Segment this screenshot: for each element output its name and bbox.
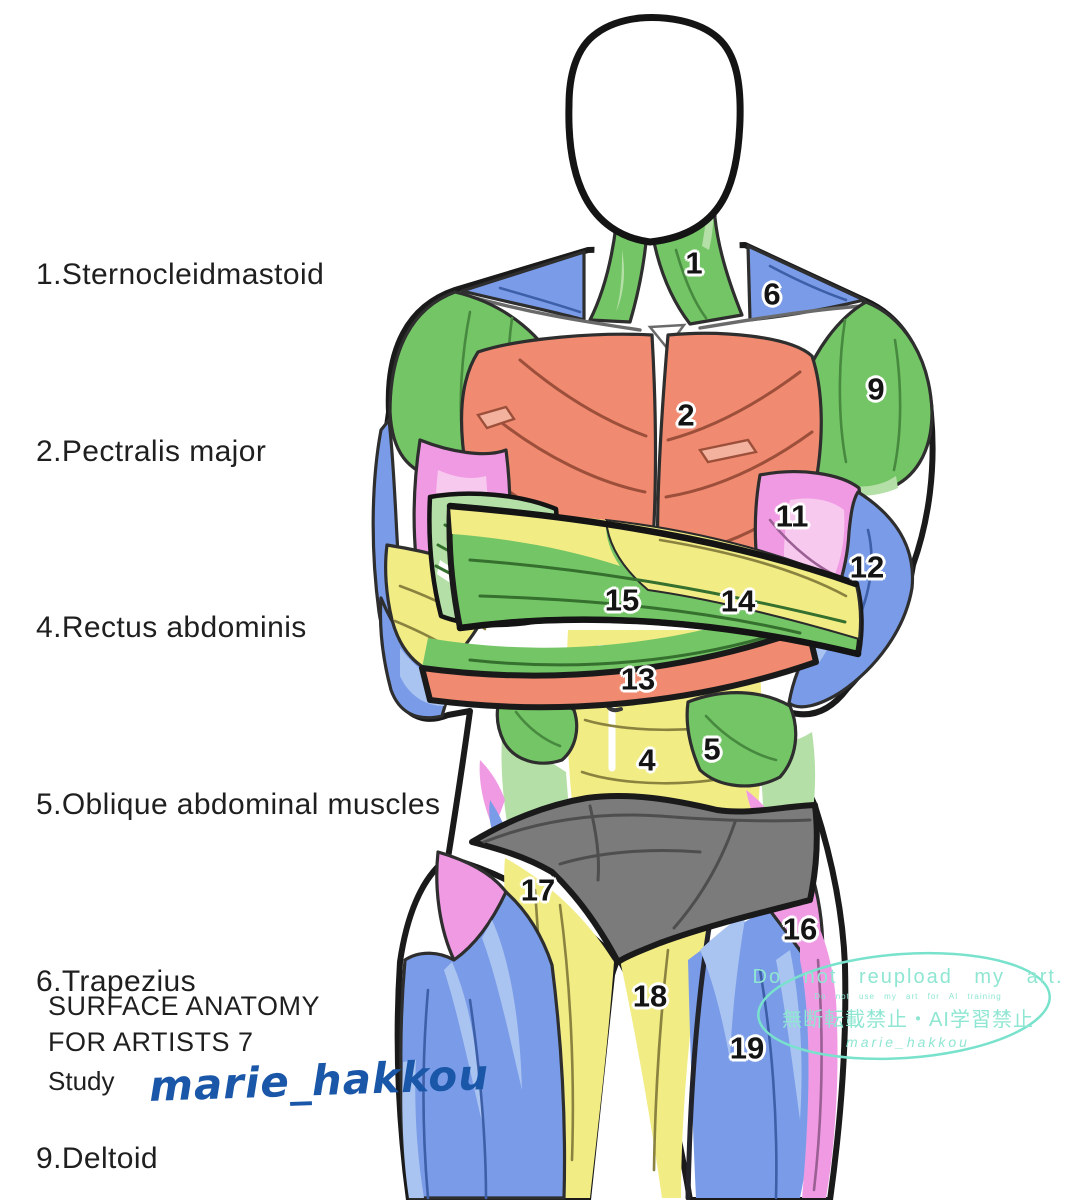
- muscle-number-label: 5: [703, 731, 721, 767]
- muscle-number-label: 2: [677, 397, 695, 433]
- series-title-line1: SURFACE ANATOMY: [48, 991, 321, 1021]
- muscle-number-label: 15: [604, 582, 640, 618]
- left-thigh-highlight2: [482, 920, 522, 1090]
- study-label: Study: [48, 1066, 115, 1096]
- legend-line: 1.Sternocleidmastoid: [36, 257, 325, 291]
- legend-line: 2.Pectralis major: [36, 434, 267, 468]
- left-thigh-highlight: [444, 962, 482, 1122]
- muscle-legend-list: 1.Sternocleidmastoid 2.Pectralis major 4…: [36, 76, 440, 1200]
- artist-signature: marie_hakkou: [147, 1050, 490, 1111]
- muscle-number-label: 4: [638, 742, 656, 778]
- arm-band-bottom-contour: [456, 616, 862, 658]
- briefs: [469, 792, 820, 965]
- credit-block: SURFACE ANATOMY FOR ARTISTS 7 Study mari…: [48, 988, 489, 1111]
- arm-band-top-contour: [446, 502, 860, 588]
- neck-region: [460, 150, 866, 330]
- serratus-right: [685, 691, 798, 788]
- left-leg-muscles: [399, 850, 614, 1200]
- right-thigh-highlight: [700, 913, 746, 1060]
- muscle-number-label: 13: [620, 661, 656, 697]
- muscle-number-label: 18: [632, 978, 668, 1014]
- legend-line: 9.Deltoid: [36, 1141, 159, 1175]
- forearm-flexor-salmon: [419, 625, 819, 711]
- series-title-line2: FOR ARTISTS 7: [48, 1027, 254, 1057]
- legend-line: 5.Oblique abdominal muscles: [36, 788, 441, 822]
- left-leg-edge-highlight: [402, 1060, 424, 1198]
- sternocleidomastoid-left: [588, 224, 649, 324]
- muscle-number-label: 14: [720, 583, 756, 619]
- waist-pink-left: [479, 760, 505, 830]
- muscle-number-label: 9: [867, 371, 885, 407]
- muscle-number-label: 19: [729, 1030, 765, 1066]
- muscle-number-label: 12: [849, 549, 885, 585]
- forearm-flexor-green: [422, 600, 808, 676]
- legend-line: 4.Rectus abdominis: [36, 611, 307, 645]
- muscle-number-label: 1: [685, 245, 703, 281]
- muscle-number-label: 17: [520, 872, 556, 908]
- muscle-number-label: 16: [782, 911, 818, 947]
- muscle-number-label: 11: [775, 498, 809, 534]
- legend-line: 6.Trapezius: [36, 965, 197, 999]
- head: [565, 14, 744, 246]
- muscle-number-label: 6: [763, 276, 781, 312]
